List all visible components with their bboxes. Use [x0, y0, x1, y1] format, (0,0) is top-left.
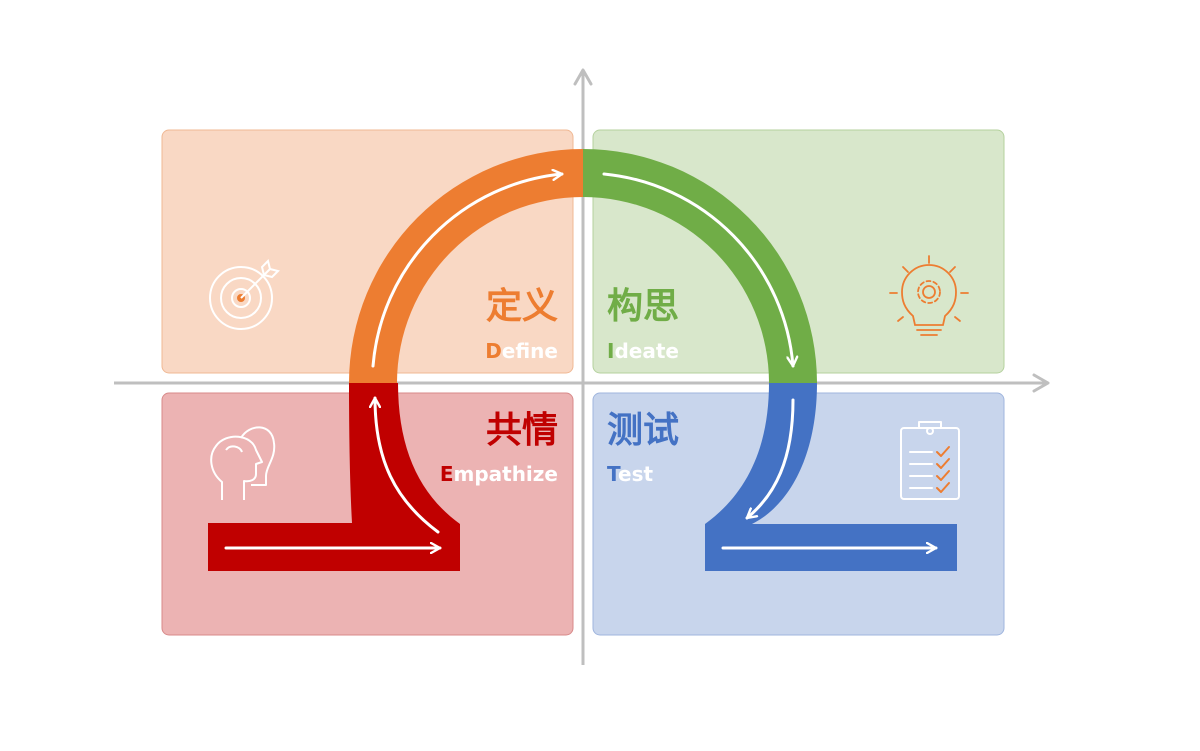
test-rest: est	[618, 462, 653, 486]
flow-arrow-test-down	[745, 398, 795, 520]
ideate-label-en: Ideate	[607, 339, 679, 363]
empathize-initial: E	[440, 462, 454, 486]
empathize-rest: mpathize	[453, 462, 558, 486]
ideate-label-zh: 构思	[607, 286, 679, 327]
lightbulb-gear-icon	[889, 255, 969, 336]
test-label-zh: 测试	[607, 410, 679, 451]
test-band-curve	[705, 383, 817, 524]
empathize-label-zh: 共情	[486, 410, 558, 451]
define-label-zh: 定义	[486, 286, 558, 327]
test-initial: T	[607, 462, 621, 486]
ideate-rest: deate	[614, 339, 679, 363]
ideate-initial: I	[607, 339, 614, 363]
flow-arrow-empathize-up	[375, 396, 440, 534]
target-icon	[209, 259, 280, 330]
clipboard-checklist-icon	[900, 421, 960, 500]
test-label-en: Test	[607, 462, 653, 486]
heads-profile-icon	[210, 426, 276, 500]
define-rest: efine	[502, 339, 558, 363]
define-label-en: Define	[485, 339, 558, 363]
define-initial: D	[485, 339, 502, 363]
empathize-label-en: Empathize	[440, 462, 558, 486]
flow-arrow-ideate	[602, 172, 793, 368]
flow-arrow-define	[371, 174, 564, 368]
